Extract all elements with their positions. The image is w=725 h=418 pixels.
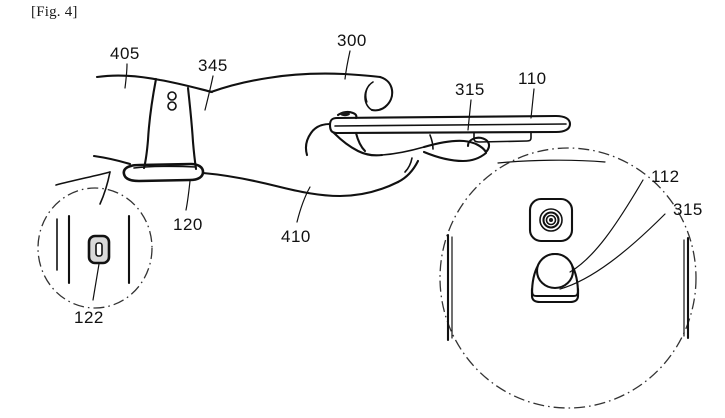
ref-num-345: 345: [198, 56, 228, 75]
detail-fingernail: [535, 252, 575, 290]
detail-fingertip-body: [530, 287, 580, 304]
palm-lower-contour: [201, 171, 400, 198]
forearm-lower-edge: [92, 154, 132, 166]
leader-410: [296, 186, 311, 223]
ref-num-405: 405: [110, 44, 140, 63]
thumb-upper: [370, 75, 394, 112]
index-finger-contour: [422, 139, 488, 154]
sleeve-button-lower: [167, 101, 177, 111]
sensor-ring-outer: [539, 208, 563, 232]
hand-lower-right-curve: [396, 159, 420, 184]
ref-num-122: 122: [74, 308, 104, 327]
index-knuckle-dot: [340, 111, 350, 117]
index-fingertip: [466, 136, 491, 154]
left-callout-line-a: [55, 171, 111, 186]
ref-num-300: 300: [337, 31, 367, 50]
sensor-ring-mid: [542, 211, 560, 229]
finger-lower-contour: [422, 150, 488, 163]
wearable-band-inner-line: [133, 165, 197, 169]
sensor-center-dot: [549, 218, 553, 222]
leader-315: [467, 99, 472, 131]
leader-112-detail: [569, 179, 644, 273]
leader-122: [92, 263, 100, 301]
finger-fold-line: [381, 146, 425, 156]
sensor-ring-inner: [545, 214, 557, 226]
leader-345: [204, 75, 214, 111]
detail-device-top-edge: [497, 159, 606, 164]
hand-back-contour: [209, 72, 382, 94]
ref-num-110: 110: [518, 69, 547, 88]
ref-num-315: 315: [455, 80, 485, 99]
ref-num-315-detail: 315: [673, 200, 703, 219]
ref-num-120: 120: [173, 215, 203, 234]
leader-405: [124, 63, 128, 89]
left-detail-circle: [37, 187, 153, 309]
device-bottom-ridge: [473, 131, 532, 143]
leader-110: [530, 88, 535, 119]
index-finger-crease: [429, 134, 434, 150]
band-element-122-slot: [95, 242, 103, 257]
sleeve-button-upper: [167, 91, 177, 101]
sleeve-cuff-right: [186, 86, 198, 171]
device-body: [328, 114, 572, 135]
ref-num-410: 410: [281, 227, 311, 246]
leader-300: [344, 50, 351, 80]
sleeve-cuff-left: [142, 77, 158, 170]
device-seam-line: [334, 123, 567, 127]
fingers-under-device: [332, 131, 384, 157]
ref-num-112: 112: [651, 167, 680, 186]
left-callout-line-b: [99, 171, 111, 205]
leader-315-detail: [559, 213, 666, 290]
palm-crease: [404, 157, 413, 173]
leader-120: [185, 180, 191, 211]
fingers-under-device-2: [354, 131, 367, 153]
thumb-crease: [365, 84, 370, 103]
right-detail-circle: [439, 147, 697, 409]
sleeve-upper-edge: [95, 74, 214, 94]
wearable-band-outline: [122, 162, 205, 183]
hand-left-wrap: [305, 122, 332, 157]
figure-caption: [Fig. 4]: [31, 4, 78, 20]
